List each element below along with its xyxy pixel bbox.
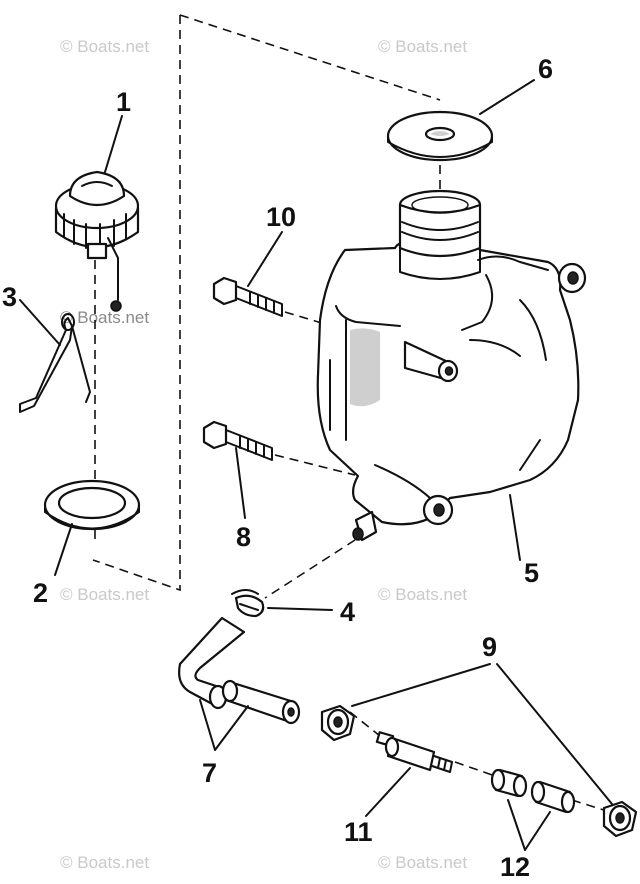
callout-2: 2 (33, 578, 48, 608)
leader-9b (496, 663, 613, 805)
bolt-lower (202, 420, 273, 461)
leader-10 (247, 231, 283, 287)
leader-7a (199, 699, 216, 751)
callout-3: 3 (2, 282, 17, 312)
callout-10: 10 (266, 202, 296, 232)
gasket-ring (43, 479, 141, 531)
callout-4: 4 (340, 597, 355, 627)
leader-12a (507, 799, 526, 851)
callout-6: 6 (538, 54, 553, 84)
dash-left-frame (92, 15, 181, 592)
connector (375, 731, 453, 773)
watermark-3: © Boats.net (60, 308, 149, 327)
fuel-tank (316, 189, 587, 542)
hose-clamp (231, 589, 265, 618)
retainer-wire (19, 313, 91, 413)
sleeve-right (530, 780, 576, 814)
watermark-6: © Boats.net (378, 585, 467, 604)
leader-7b (214, 705, 249, 751)
leader-11 (365, 767, 411, 817)
watermark-2: © Boats.net (378, 37, 467, 56)
leader-1 (104, 115, 123, 173)
dash-outlet-to-clamp (264, 539, 356, 599)
sleeve-left (490, 768, 528, 798)
callout-12: 12 (500, 852, 530, 882)
leader-6 (479, 79, 535, 115)
dash-bolt8 (274, 454, 356, 476)
callout-8: 8 (236, 522, 251, 552)
fuel-hose (178, 616, 301, 725)
callout-7: 7 (202, 758, 217, 788)
callout-9: 9 (482, 632, 497, 662)
leader-3 (19, 299, 61, 346)
dash-connector-to-sleeve (454, 761, 496, 777)
leader-8 (235, 447, 246, 519)
watermark-8: © Boats.net (378, 853, 467, 872)
callout-1: 1 (116, 87, 131, 117)
callout-5: 5 (524, 558, 539, 588)
leader-4 (267, 607, 333, 611)
watermark-1: © Boats.net (60, 37, 149, 56)
leader-2 (54, 523, 73, 576)
hose-fitting-left (320, 704, 356, 742)
watermark-7: © Boats.net (60, 853, 149, 872)
leader-5 (509, 494, 521, 561)
bolt-upper (212, 276, 283, 317)
callouts: 1 2 3 4 5 6 7 8 9 10 11 12 (2, 54, 553, 882)
leader-lines (19, 79, 613, 851)
leader-9a (351, 663, 491, 707)
hose-fitting-right (602, 800, 638, 838)
watermark-5: © Boats.net (60, 585, 149, 604)
leader-12b (524, 811, 551, 851)
dash-top-to-washer (179, 14, 441, 101)
filler-cap (54, 170, 140, 312)
washer (386, 110, 494, 162)
callout-11: 11 (344, 817, 373, 847)
